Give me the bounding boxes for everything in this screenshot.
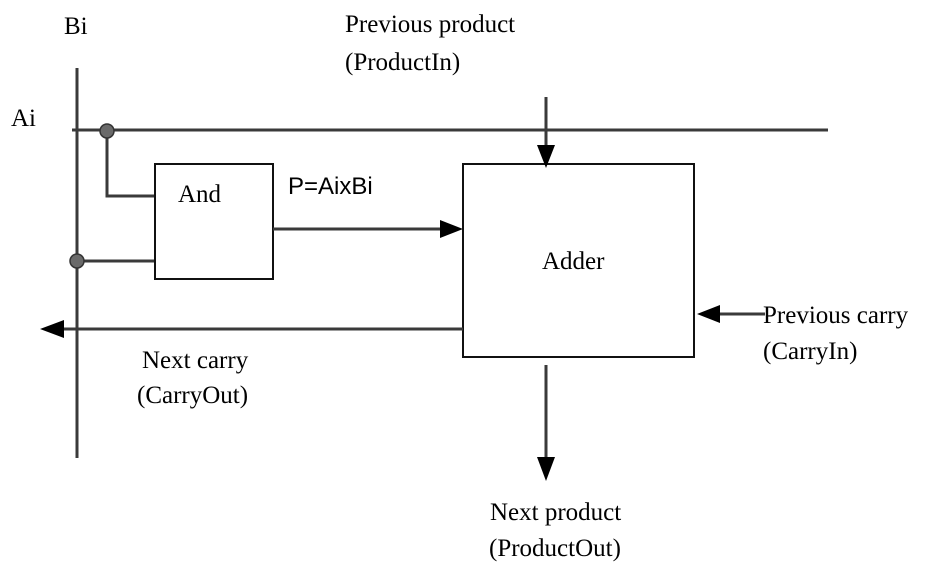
next-carry-label-line1: Next carry: [142, 347, 249, 374]
product-label: P=AixBi: [288, 173, 373, 200]
prev-product-label-line1: Previous product: [345, 11, 515, 38]
next-product-label-line2: (ProductOut): [489, 535, 621, 562]
product-in-arrowhead: [537, 145, 555, 168]
ai-tap-wire: [105, 130, 155, 198]
adder-label: Adder: [542, 248, 605, 275]
and-gate-label: And: [178, 181, 222, 208]
prev-product-label-line2: (ProductIn): [345, 49, 460, 76]
bi-junction-dot: [69, 253, 85, 269]
ai-junction-dot: [99, 123, 115, 139]
and-gate-box: [154, 163, 274, 280]
adder-box: [462, 163, 695, 358]
prev-carry-label-line2: (CarryIn): [763, 338, 857, 365]
carry-in-arrowhead: [697, 305, 720, 323]
ai-label: Ai: [11, 105, 36, 132]
next-product-label-line1: Next product: [490, 499, 621, 526]
prev-carry-label-line1: Previous carry: [763, 302, 909, 329]
product-arrowhead: [440, 220, 463, 238]
next-carry-label-line2: (CarryOut): [137, 382, 248, 409]
product-out-arrowhead: [537, 457, 555, 481]
carry-out-arrowhead: [40, 320, 64, 338]
bi-label: Bi: [64, 13, 88, 40]
